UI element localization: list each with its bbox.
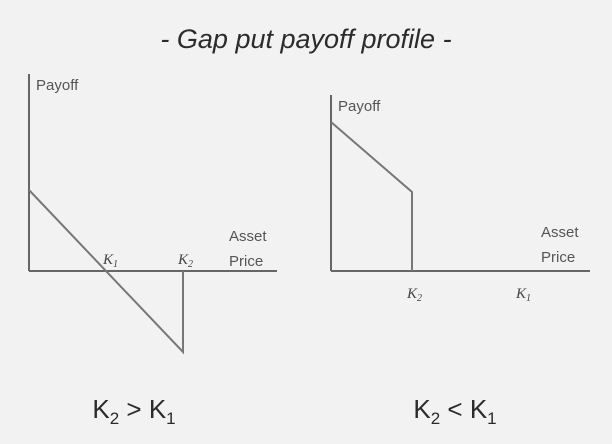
right-strike-k1-label: K1 bbox=[515, 286, 531, 304]
left-x-axis-label-asset: Asset bbox=[229, 228, 267, 245]
left-y-axis-label: Payoff bbox=[36, 77, 79, 94]
right-x-axis-label-asset: Asset bbox=[541, 224, 579, 241]
left-x-axis-label-price: Price bbox=[229, 253, 263, 270]
right-caption: K2 < K1 bbox=[413, 394, 496, 428]
right-x-axis-label-price: Price bbox=[541, 249, 575, 266]
left-caption: K2 > K1 bbox=[92, 394, 175, 428]
left-strike-k1-label: K1 bbox=[102, 252, 118, 270]
right-payoff-line bbox=[330, 121, 413, 271]
left-strike-k2-label: K2 bbox=[177, 252, 193, 270]
right-y-axis-label: Payoff bbox=[338, 98, 381, 115]
right-chart: Payoff Asset Price K2 K1 K2 < K1 bbox=[330, 95, 590, 428]
left-payoff-line bbox=[28, 189, 184, 355]
page-title: - Gap put payoff profile - bbox=[160, 24, 451, 54]
right-strike-k2-label: K2 bbox=[406, 286, 422, 304]
left-chart: Payoff Asset Price K1 K2 K2 > K1 bbox=[28, 74, 277, 428]
